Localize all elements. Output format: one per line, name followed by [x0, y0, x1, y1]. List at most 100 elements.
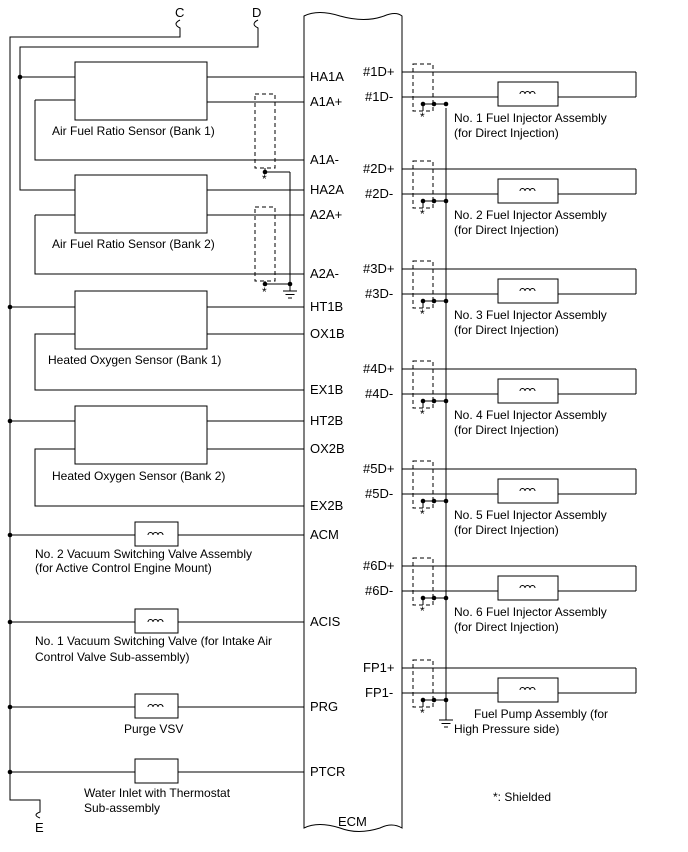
- svg-text:(for Active Control Engine Mou: (for Active Control Engine Mount): [35, 561, 212, 575]
- injector-label-line2: (for Direct Injection): [454, 126, 559, 140]
- injector-circuit: #5D+ #5D- * No. 5 Fuel Injector Assembly(fo…: [363, 460, 637, 537]
- coil-icon: [519, 488, 536, 492]
- pin-a2a-minus: A2A-: [310, 266, 339, 281]
- pin-acm: ACM: [310, 527, 339, 542]
- shield-marker: *: [420, 207, 425, 221]
- af-sensor-bank1: Air Fuel Ratio Sensor (Bank 1): [34, 61, 304, 161]
- pin-ha1a: HA1A: [310, 69, 344, 84]
- pin-plus: #4D+: [363, 361, 394, 376]
- injector-label-line1: No. 5 Fuel Injector Assembly: [454, 508, 607, 522]
- shield-junction: [420, 697, 426, 703]
- svg-text:*: *: [262, 172, 267, 186]
- shield-ground-right: [439, 108, 453, 728]
- svg-text:No. 2 Vacuum Switching Valve A: No. 2 Vacuum Switching Valve Assembly: [35, 547, 252, 561]
- pin-acis: ACIS: [310, 614, 341, 629]
- vsv-no1-acis: No. 1 Vacuum Switching Valve (for Intake…: [7, 608, 304, 664]
- svg-text:Heated Oxygen Sensor (Bank 2): Heated Oxygen Sensor (Bank 2): [52, 469, 225, 483]
- pin-minus: #1D-: [365, 89, 393, 104]
- svg-text:Air Fuel Ratio Sensor (Bank 2): Air Fuel Ratio Sensor (Bank 2): [52, 237, 215, 251]
- injector-label-line1: No. 3 Fuel Injector Assembly: [454, 308, 607, 322]
- pin-ha2a: HA2A: [310, 182, 344, 197]
- svg-text:*: *: [262, 285, 267, 299]
- injector-label-line1: No. 4 Fuel Injector Assembly: [454, 408, 607, 422]
- shield-marker: *: [420, 706, 425, 720]
- svg-text:No. 1 Vacuum Switching Valve (: No. 1 Vacuum Switching Valve (for Intake…: [35, 634, 272, 648]
- pin-plus: #2D+: [363, 161, 394, 176]
- pin-a2a-plus: A2A+: [310, 207, 342, 222]
- injector-coil-box: [497, 81, 559, 107]
- connector-c: C: [9, 5, 184, 819]
- pin-ex2b: EX2B: [310, 498, 343, 513]
- pin-minus: #4D-: [365, 386, 393, 401]
- ecm-label: ECM: [338, 814, 367, 829]
- svg-text:Heated Oxygen Sensor (Bank 1): Heated Oxygen Sensor (Bank 1): [48, 353, 221, 367]
- water-inlet-thermostat: Water Inlet with Thermostat Sub-assembly: [7, 758, 304, 815]
- heated-o2-sensor-bank2: Heated Oxygen Sensor (Bank 2): [7, 405, 304, 507]
- injector-circuit: #4D+ #4D- * No. 4 Fuel Injector Assembly(fo…: [363, 360, 637, 437]
- heated-o2-sensor-bank1: Heated Oxygen Sensor (Bank 1): [7, 290, 304, 391]
- pin-plus: #1D+: [363, 64, 394, 79]
- injector-label-line2: High Pressure side): [454, 722, 559, 736]
- coil-icon: [519, 91, 536, 95]
- pin-plus: #3D+: [363, 261, 394, 276]
- pin-ht2b: HT2B: [310, 413, 343, 428]
- svg-text:Water Inlet with Thermostat: Water Inlet with Thermostat: [84, 786, 231, 800]
- shield-junction: [420, 398, 426, 404]
- connector-e: E: [35, 820, 44, 835]
- svg-text:Air Fuel Ratio Sensor (Bank 1): Air Fuel Ratio Sensor (Bank 1): [52, 124, 215, 138]
- injector-coil-box: [497, 575, 559, 601]
- pin-minus: #6D-: [365, 583, 393, 598]
- pin-plus: #6D+: [363, 558, 394, 573]
- injector-label-line1: No. 6 Fuel Injector Assembly: [454, 605, 607, 619]
- pin-ht1b: HT1B: [310, 299, 343, 314]
- injector-label-line1: No. 2 Fuel Injector Assembly: [454, 208, 607, 222]
- svg-text:D: D: [252, 5, 261, 20]
- svg-text:Control Valve Sub-assembly): Control Valve Sub-assembly): [35, 650, 190, 664]
- pin-ox1b: OX1B: [310, 326, 345, 341]
- injector-label-line1: Fuel Pump Assembly (for: [474, 707, 608, 721]
- shield-marker: *: [420, 307, 425, 321]
- shield-marker: *: [420, 507, 425, 521]
- pin-minus: FP1-: [365, 685, 393, 700]
- injector-coil-box: [497, 478, 559, 504]
- coil-icon: [519, 388, 536, 392]
- injector-label-line1: No. 1 Fuel Injector Assembly: [454, 111, 607, 125]
- injector-circuit: #2D+#2D-*No. 2 Fuel Injector Assembly(fo…: [363, 160, 637, 237]
- shield-legend: *: Shielded: [493, 790, 551, 804]
- shield-ground-left: [262, 169, 297, 299]
- injector-coil-box: [497, 278, 559, 304]
- injector-label-line2: (for Direct Injection): [454, 323, 559, 337]
- injector-label-line2: (for Direct Injection): [454, 223, 559, 237]
- pin-prg: PRG: [310, 699, 338, 714]
- shield-junction: [420, 298, 426, 304]
- svg-text:C: C: [175, 5, 184, 20]
- pin-a1a-minus: A1A-: [310, 152, 339, 167]
- pin-minus: #5D-: [365, 486, 393, 501]
- injector-coil-box: [497, 178, 559, 204]
- ecm-outline: [303, 12, 403, 832]
- svg-text:Purge VSV: Purge VSV: [124, 722, 183, 736]
- connector-d: D: [17, 5, 261, 191]
- injector-circuit: #1D+ #1D- * No. 1 Fuel Injector Assembly(fo…: [363, 63, 637, 140]
- vsv-no2-acm: No. 2 Vacuum Switching Valve Assembly (f…: [7, 521, 304, 575]
- shield-marker: *: [420, 407, 425, 421]
- injector-group: #1D+#1D-*No. 1 Fuel Injector Assembly(fo…: [363, 63, 637, 736]
- injector-coil-box: [497, 378, 559, 404]
- injector-label-line2: (for Direct Injection): [454, 423, 559, 437]
- injector-label-line2: (for Direct Injection): [454, 620, 559, 634]
- injector-label-line2: (for Direct Injection): [454, 523, 559, 537]
- pin-plus: FP1+: [363, 660, 394, 675]
- pin-ox2b: OX2B: [310, 441, 345, 456]
- injector-circuit: #6D+#6D-*No. 6 Fuel Injector Assembly(fo…: [363, 557, 637, 634]
- svg-text:Sub-assembly: Sub-assembly: [84, 801, 160, 815]
- pin-plus: #5D+: [363, 461, 394, 476]
- shield-junction: [420, 498, 426, 504]
- coil-icon: [519, 585, 536, 589]
- injector-circuit: #3D+#3D-*No. 3 Fuel Injector Assembly(fo…: [363, 260, 637, 337]
- shield-junction: [420, 101, 426, 107]
- af-sensor-bank2: Air Fuel Ratio Sensor (Bank 2): [34, 174, 304, 275]
- shield-marker: *: [420, 110, 425, 124]
